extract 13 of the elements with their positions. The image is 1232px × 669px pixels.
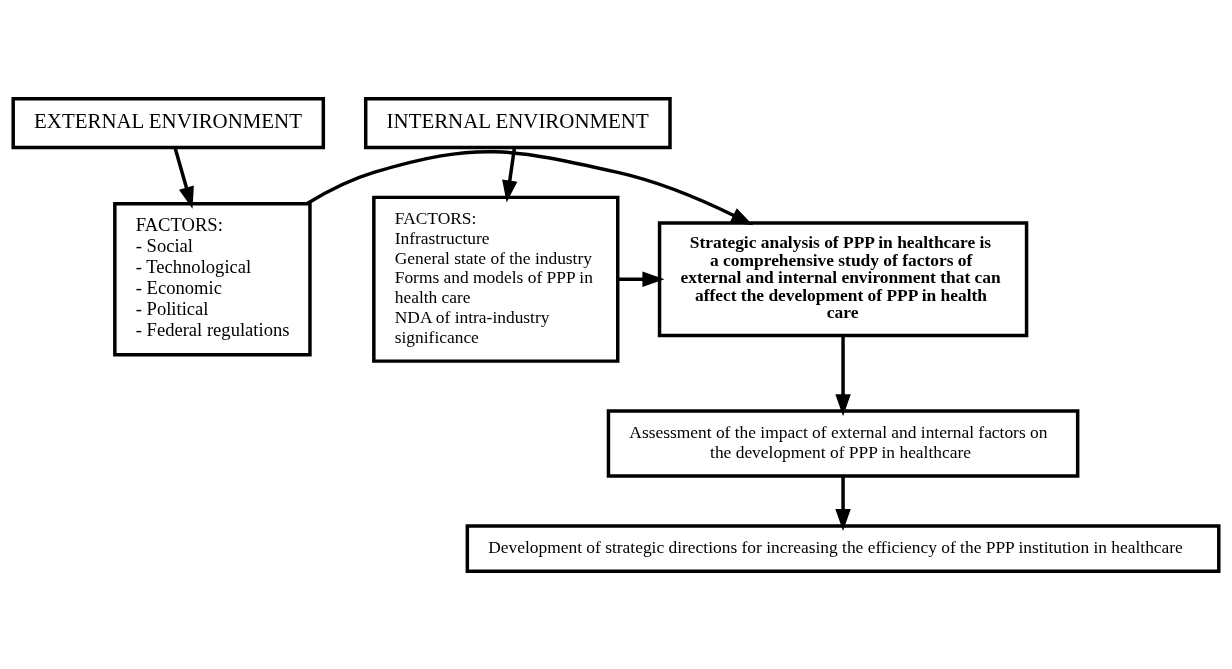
node-box: Development of strategic directions for increasing the efficiency of the PPP institution in healthcare	[465, 523, 1221, 573]
node-box: FACTORS: Infrastructure General state of the industry Forms and models of PPP in health care NDA of intra-industry significance	[372, 195, 620, 363]
node-box: Assessment of the impact of external and internal factors on the development of PPP in healthcare	[606, 408, 1080, 478]
arrow	[617, 271, 665, 287]
arrow	[173, 146, 194, 209]
node-box: EXTERNAL ENVIRONMENT	[11, 96, 326, 149]
arrow	[502, 146, 518, 202]
node-box: FACTORS: - Social - Technological - Economic - Political - Federal regulations	[113, 201, 312, 356]
node-box: Strategic analysis of PPP in healthcare is a comprehensive study of factors of external and internal environment that can affect the development of PPP in health care	[657, 220, 1029, 337]
arrow	[306, 149, 753, 225]
node-box: INTERNAL ENVIRONMENT	[363, 96, 672, 149]
arrow	[835, 335, 851, 416]
arrow	[835, 475, 851, 531]
